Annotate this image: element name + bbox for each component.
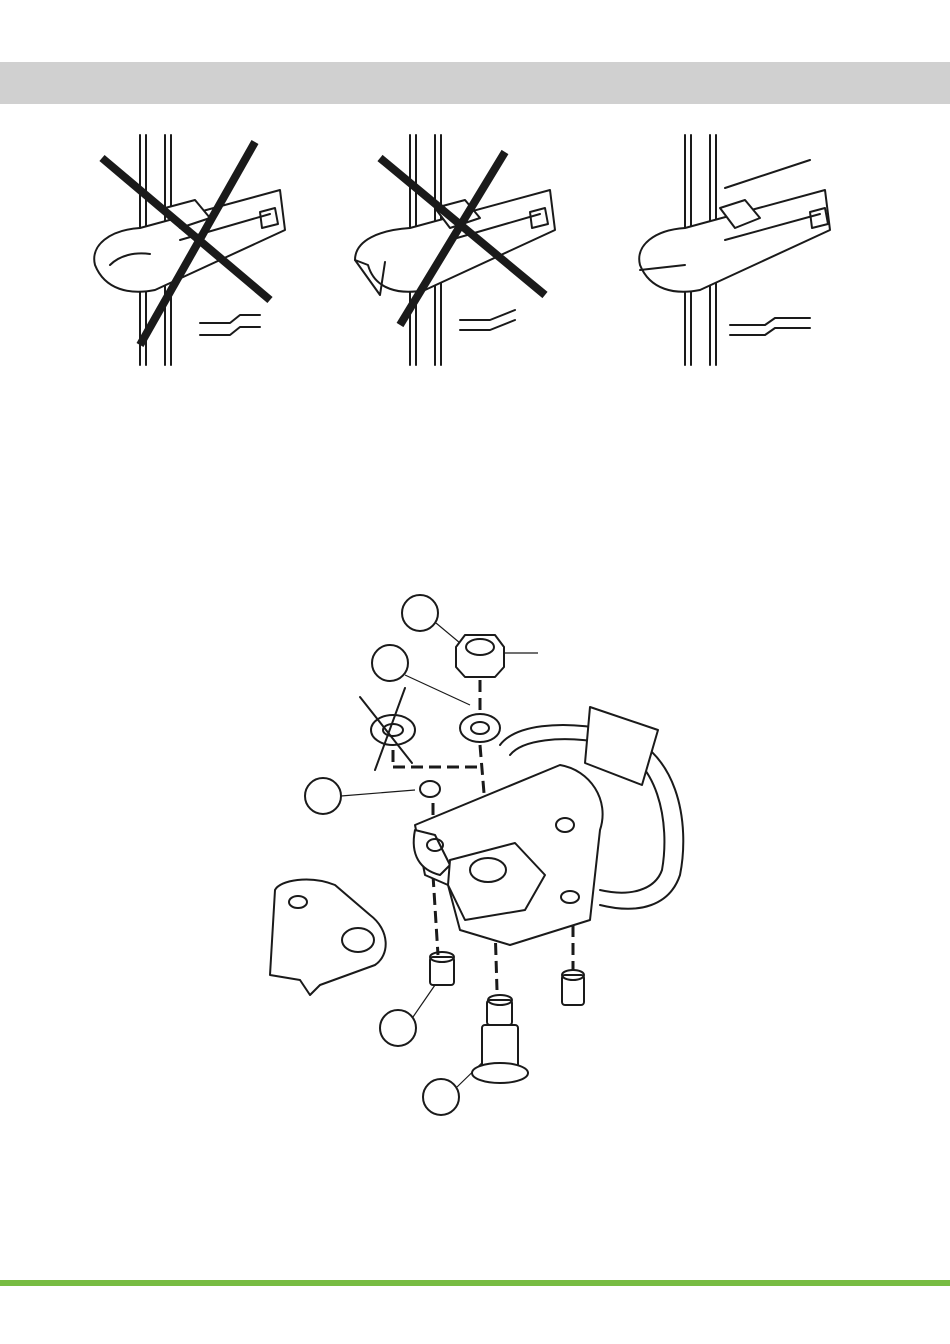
pin-illustration — [472, 995, 528, 1083]
lock-washer-illustration — [460, 714, 500, 742]
header-bar — [0, 62, 950, 104]
wrench-figure-correct — [625, 130, 840, 370]
bracket-illustration — [414, 765, 603, 945]
wrench-illustration — [639, 160, 830, 292]
flow-symbol — [730, 318, 810, 335]
nut-illustration — [456, 635, 504, 677]
callout-1 — [402, 595, 438, 631]
callout-5 — [423, 1079, 459, 1115]
flow-symbol — [460, 310, 515, 330]
wrench-illustration — [94, 190, 285, 292]
exploded-view-figure — [260, 585, 700, 1125]
bushing-left — [430, 952, 454, 985]
footer-accent-line — [0, 1280, 950, 1286]
callout-4 — [380, 1010, 416, 1046]
callout-3 — [305, 778, 341, 814]
wrench-figure-incorrect-2 — [350, 130, 560, 370]
side-plate-illustration — [270, 880, 386, 995]
bushing-right — [562, 970, 584, 1005]
retaining-ring — [420, 781, 440, 797]
wrench-figure-incorrect-1 — [80, 130, 290, 370]
flow-symbol — [200, 315, 260, 335]
flat-washer-crossed — [360, 688, 415, 770]
callout-2 — [372, 645, 408, 681]
